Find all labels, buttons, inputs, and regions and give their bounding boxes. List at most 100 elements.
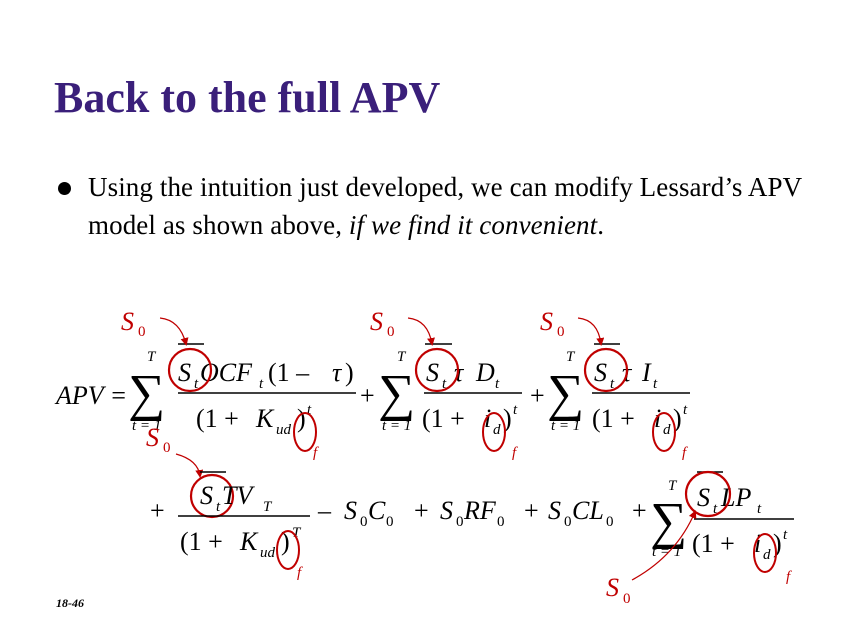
sum3-upper: T: [566, 349, 576, 365]
term1-den-close: ): [297, 404, 306, 433]
term2-den-i: i: [484, 404, 491, 433]
apv-lhs: APV =: [54, 381, 127, 410]
term5-den-i: i: [754, 529, 761, 558]
term5-den-open: (1 +: [692, 529, 735, 558]
sum2-symbol: ∑: [378, 365, 415, 422]
s0c0-C: C: [368, 496, 386, 525]
bullet-text-italic: if we find it convenient: [348, 210, 598, 240]
s0cl0-CL-sub: 0: [606, 514, 614, 530]
plus-2: +: [530, 381, 545, 410]
term3-I: I: [641, 358, 652, 387]
term1-close: ): [345, 358, 354, 387]
sum5-lower: t = 1: [652, 544, 681, 560]
annot2-S0-sub: 0: [387, 324, 395, 340]
f-oval-1: [293, 412, 317, 452]
slide-title: Back to the full APV: [54, 73, 441, 122]
term1-S: S: [178, 358, 191, 387]
s0rf0-RF: RF: [463, 496, 497, 525]
plus-1: +: [360, 381, 375, 410]
sum1-upper: T: [147, 349, 157, 365]
f-mark-4: f: [297, 565, 303, 581]
term2-S: S: [426, 358, 439, 387]
annot1-S0-sub: 0: [138, 324, 146, 340]
term3-den-i-sub: d: [663, 422, 671, 438]
term3-den-open: (1 +: [592, 404, 635, 433]
annot3-S0-sub: 0: [557, 324, 565, 340]
term3-den-close: ): [673, 404, 682, 433]
s0rf0-RF-sub: 0: [497, 514, 505, 530]
bullet-text-part1: Using the intuition just developed, we c…: [88, 172, 802, 240]
term2-den-i-sub: d: [493, 422, 501, 438]
annot4-S0-sub: 0: [163, 440, 171, 456]
term2-den-open: (1 +: [422, 404, 465, 433]
sum5-upper: T: [668, 478, 678, 494]
f-mark-5: f: [786, 569, 792, 585]
term4-TV-sub: T: [263, 499, 273, 515]
term5-S: S: [697, 483, 710, 512]
term4-TV: TV: [222, 481, 255, 510]
sum3-symbol: ∑: [547, 365, 584, 422]
term4-S: S: [200, 481, 213, 510]
term4-S-sub: t: [216, 499, 221, 515]
annot4-circle: [189, 473, 235, 519]
term1-den-exp: t: [307, 402, 312, 418]
s0c0-S-sub: 0: [360, 514, 368, 530]
annot2-S0-label: S: [370, 307, 383, 336]
f-oval-3: [652, 412, 676, 452]
f-oval-2: [482, 412, 506, 452]
sum2-upper: T: [397, 349, 407, 365]
f-mark-2: f: [512, 445, 518, 461]
bullet-icon: [58, 182, 71, 195]
annot4-S0-label: S: [146, 423, 159, 452]
term4-den-exp: T: [292, 525, 302, 541]
term1-S-sub: t: [194, 376, 199, 392]
bullet-text: Using the intuition just developed, we c…: [88, 168, 828, 244]
plus-5: +: [524, 496, 539, 525]
plus-6: +: [632, 496, 647, 525]
term1-den-K-sub: ud: [276, 422, 292, 438]
bullet-text-part2: .: [597, 210, 605, 240]
annot1-S0-label: S: [121, 307, 134, 336]
term5-den-i-sub: d: [763, 547, 771, 563]
sum3-lower: t = 1: [551, 418, 580, 434]
plus-3: +: [150, 496, 165, 525]
s0rf0-S: S: [440, 496, 453, 525]
term2-D: D: [475, 358, 495, 387]
s0cl0-S-sub: 0: [564, 514, 572, 530]
s0cl0-S: S: [548, 496, 561, 525]
term4-den-K: K: [239, 527, 259, 556]
term5-den-close: ): [773, 529, 782, 558]
s0c0-S: S: [344, 496, 357, 525]
term2-S-sub: t: [442, 376, 447, 392]
plus-4: +: [414, 496, 429, 525]
term1-OCF-sub: t: [259, 376, 264, 392]
sum1-symbol: ∑: [128, 365, 165, 422]
term3-S: S: [594, 358, 607, 387]
term3-I-sub: t: [653, 376, 658, 392]
annot2-circle: [414, 347, 460, 393]
term3-den-exp: t: [683, 402, 688, 418]
annot5-S0-label: S: [606, 573, 619, 602]
f-mark-1: f: [313, 445, 319, 461]
term2-D-sub: t: [495, 376, 500, 392]
f-oval-4: [276, 530, 300, 570]
minus-sign: –: [317, 496, 332, 525]
term3-den-i: i: [654, 404, 661, 433]
annot5-circle: [684, 470, 732, 518]
term5-S-sub: t: [713, 501, 718, 517]
sum5-symbol: ∑: [650, 493, 687, 550]
term5-den-exp: t: [783, 527, 788, 543]
term4-den-open: (1 +: [180, 527, 223, 556]
sum2-lower: t = 1: [382, 418, 411, 434]
annot5-S0-sub: 0: [623, 591, 631, 607]
term5-LP-sub: t: [757, 501, 762, 517]
term1-tau: τ: [332, 358, 343, 387]
term1-minus-paren: (1 –: [268, 358, 310, 387]
term2-den-close: ): [503, 404, 512, 433]
f-oval-5: [753, 533, 777, 573]
annot3-S0-label: S: [540, 307, 553, 336]
annot3-circle: [583, 347, 629, 393]
sum1-lower: t = 1: [132, 418, 161, 434]
s0cl0-CL: CL: [572, 496, 604, 525]
